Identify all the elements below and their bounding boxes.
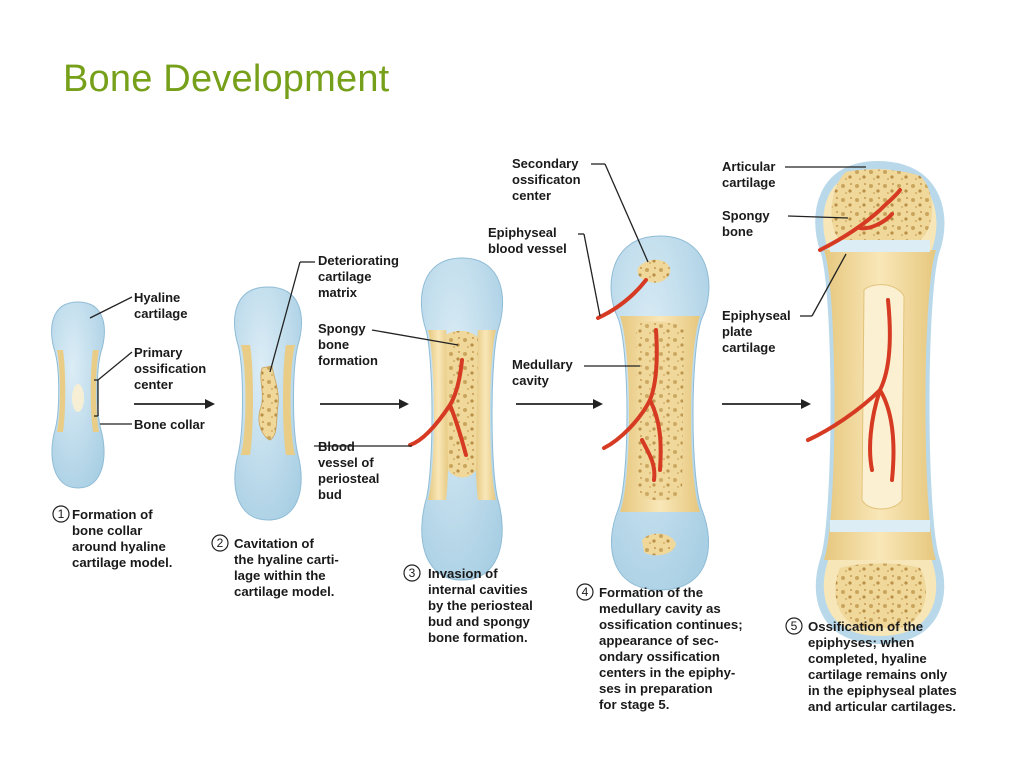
svg-text:Formation of the medulla: Formation of the medullary cavity as oss…	[599, 585, 746, 712]
stage-2-bone-model	[234, 286, 302, 521]
stage-arrow-1	[134, 399, 215, 409]
svg-text:Cavitation of the hyalin: Cavitation of the hyaline carti- lage wi…	[234, 536, 342, 599]
label-deteriorating-cartilage-matrix: Deteriorating cartilage matrix	[318, 253, 403, 300]
svg-text:Invasion of internal cav: Invasion of internal cavities by the per…	[428, 566, 536, 645]
stage-2-number: 2	[217, 536, 224, 550]
stage-arrow-2	[320, 399, 409, 409]
label-epiphyseal-blood-vessel: Epiphyseal blood vessel	[488, 225, 567, 256]
stage-4-caption: 4 Formation of the medullary cavity as o…	[576, 583, 746, 712]
label-blood-vessel-periosteal-bud: Blood vessel of periosteal bud	[318, 439, 383, 502]
label-spongy-bone-formation: Spongy bone formation	[318, 321, 378, 368]
label-secondary-ossification-center: Secondary ossificaton center	[512, 156, 584, 203]
stage-4-number: 4	[582, 585, 589, 599]
svg-text:Ossification of the epip: Ossification of the epiphyses; when comp…	[808, 619, 960, 714]
page-title: Bone Development	[63, 58, 390, 100]
label-hyaline-cartilage: Hyaline cartilage	[134, 290, 187, 321]
stage-3-number: 3	[409, 566, 416, 580]
stage-4-bone-model	[596, 235, 710, 591]
label-epiphyseal-plate-cartilage: Epiphyseal plate cartilage	[722, 308, 794, 355]
label-primary-ossification-center: Primary ossification center	[134, 345, 210, 392]
stage-3-caption: 3 Invasion of internal cavities by the p…	[403, 564, 536, 645]
label-articular-cartilage: Articular cartilage	[722, 159, 779, 190]
label-bone-collar: Bone collar	[134, 417, 205, 432]
stage-5-number: 5	[791, 619, 798, 633]
stage-arrow-4	[722, 399, 811, 409]
label-spongy-bone: Spongy bone	[722, 208, 773, 239]
leader-lines	[89, 163, 866, 447]
stage-3-bone-model	[408, 257, 504, 581]
stage-5-bone-model	[806, 160, 945, 645]
label-medullary-cavity: Medullary cavity	[512, 357, 576, 388]
stage-1-caption: 1 Formation of bone collar around hyalin…	[52, 505, 172, 570]
stage-2-caption: 2 Cavitation of the hyaline carti- lage …	[211, 534, 342, 599]
stage-1-bone-model	[51, 301, 105, 489]
svg-text:Formation of bone collar: Formation of bone collar around hyaline …	[72, 507, 172, 570]
stage-1-number: 1	[58, 507, 65, 521]
stage-5-caption: 5 Ossification of the epiphyses; when co…	[785, 617, 960, 714]
stage-arrow-3	[516, 399, 603, 409]
